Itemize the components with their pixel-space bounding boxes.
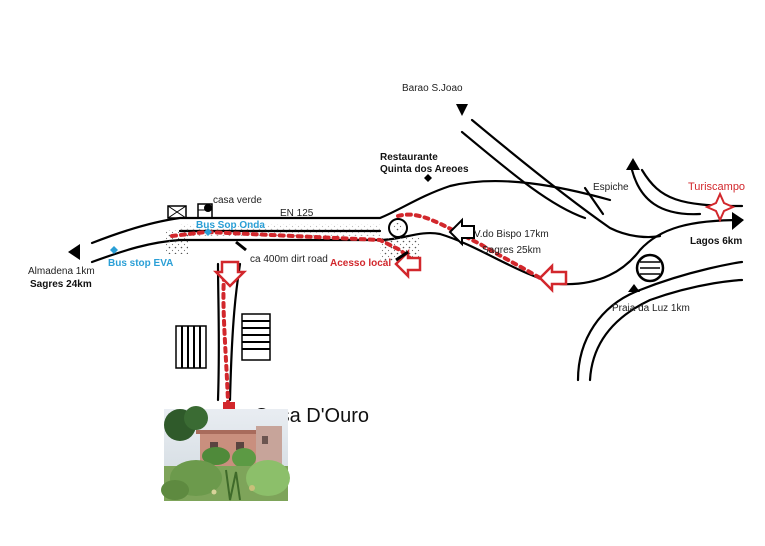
label-praia-da-luz: Praia da Luz 1km	[612, 303, 690, 314]
label-restaurante: Restaurante	[380, 152, 438, 163]
label-sagres-24: Sagres 24km	[30, 279, 92, 290]
label-turiscampo: Turiscampo	[688, 181, 745, 193]
bus-stop-diamond-icon	[110, 246, 118, 254]
triangle-arrow-icon	[68, 244, 80, 260]
restaurant-diamond-icon	[424, 174, 432, 182]
label-espiche: Espiche	[593, 182, 629, 193]
building-icon	[167, 203, 213, 219]
campsite-star-icon	[704, 191, 736, 223]
triangle-arrow-icon	[628, 284, 640, 292]
triangle-arrow-icon	[732, 212, 744, 230]
barao-road	[460, 118, 662, 239]
direction-arrow-icon	[394, 248, 422, 280]
praia-road	[576, 260, 744, 382]
label-acesso-local: Acesso local	[330, 258, 391, 269]
label-bus-stop-eva: Bus stop EVA	[108, 258, 173, 269]
parcel-right	[241, 313, 271, 361]
direction-arrow-icon	[212, 260, 248, 288]
triangle-arrow-icon	[456, 104, 468, 116]
label-en125: EN 125	[280, 208, 314, 219]
route-en125	[170, 229, 412, 260]
label-vila-do-bispo: V.do Bispo 17km	[474, 229, 549, 240]
roundabout-east	[635, 253, 665, 283]
label-sagres-25: Sagres 25km	[482, 245, 541, 256]
direction-arrow-icon	[448, 217, 475, 247]
casa-verde-marker	[204, 204, 212, 212]
route-east	[396, 212, 542, 280]
bus-stop-diamond-icon	[204, 228, 212, 236]
label-almadena: Almadena 1km	[28, 266, 95, 277]
route-dirt-road	[221, 274, 230, 404]
mark	[395, 250, 409, 262]
triangle-arrow-icon	[626, 158, 640, 170]
parcel-left	[175, 325, 207, 369]
label-bus-stop-onda: Bus Sop Onda	[196, 220, 265, 231]
label-lagos: Lagos 6km	[690, 236, 742, 247]
roundabout-west	[388, 218, 408, 238]
label-casa-verde: casa verde	[213, 195, 262, 206]
label-quinta: Quinta dos Areoes	[380, 164, 469, 175]
label-barao: Barao S.Joao	[402, 83, 463, 94]
direction-arrow-icon	[538, 262, 568, 294]
label-dirt-road: ca 400m dirt road	[250, 254, 328, 265]
house-photo	[161, 406, 290, 501]
mark	[235, 240, 247, 252]
